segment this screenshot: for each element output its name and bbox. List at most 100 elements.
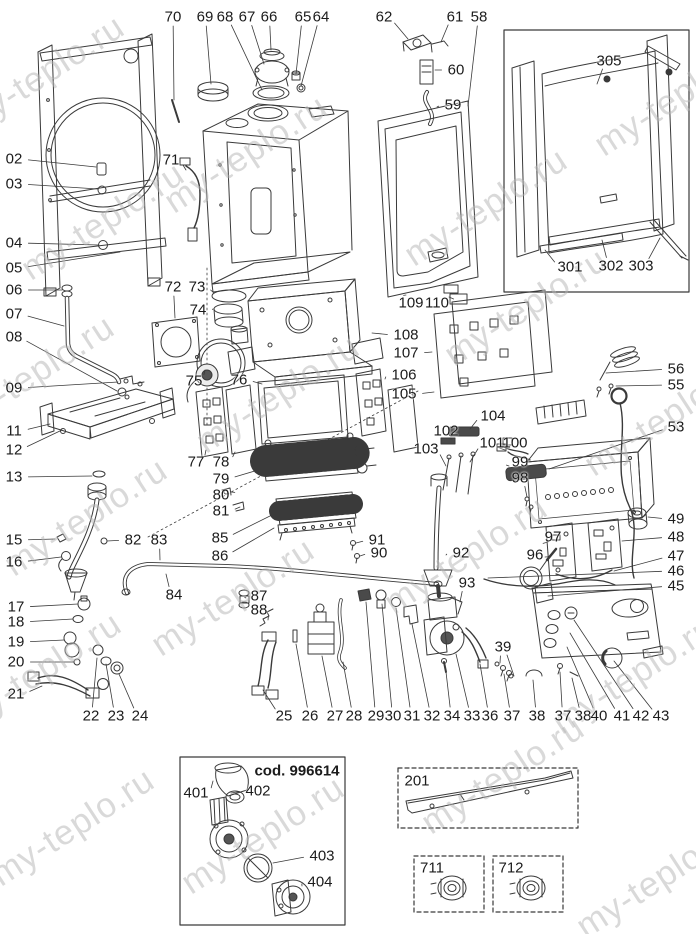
casing-assembly-box [503, 29, 690, 293]
leader-line-65 [295, 25, 302, 75]
part-label-16: 16 [5, 553, 23, 571]
connector-part-102 [440, 437, 456, 445]
display-window [611, 598, 649, 618]
part-label-77: 77 [187, 453, 205, 471]
leader-line-110 [448, 296, 455, 300]
part-label-56: 56 [667, 360, 685, 378]
part-label-102: 102 [433, 422, 459, 440]
part-label-301: 301 [557, 258, 583, 276]
part-label-97: 97 [544, 528, 562, 546]
leader-line-34 [445, 671, 451, 708]
left-frame-panel [37, 33, 167, 297]
leader-line-05 [27, 251, 121, 268]
pump-group [423, 473, 489, 673]
part-label-86: 86 [211, 547, 229, 565]
clip-part-15 [56, 533, 67, 543]
part-label-80: 80 [212, 486, 230, 504]
part-label-60: 60 [447, 61, 465, 79]
part-label-20: 20 [7, 653, 25, 671]
part-label-36: 36 [481, 707, 499, 725]
leader-line-30 [381, 603, 393, 708]
leader-line-24 [118, 673, 135, 709]
connector-part-104 [448, 426, 480, 437]
leader-line-101 [469, 448, 479, 463]
pcb-part-48 [587, 518, 623, 572]
leader-line-22 [92, 657, 98, 708]
bracket-part-80 [221, 487, 232, 496]
part-label-59: 59 [444, 96, 462, 114]
leader-line-82 [106, 539, 120, 542]
panel-screws [494, 654, 579, 682]
part-label-100: 100 [502, 434, 528, 452]
leader-line-36 [479, 663, 488, 708]
leader-line-27 [321, 655, 333, 708]
leader-line-68 [230, 24, 263, 91]
boiler-body-frame [202, 103, 353, 293]
part-label-83: 83 [150, 531, 168, 549]
fittings-87-88 [238, 589, 274, 627]
part-label-99: 99 [511, 453, 529, 471]
part-label-48: 48 [667, 528, 685, 546]
leader-line-93 [459, 591, 463, 603]
leader-line-303 [648, 237, 661, 259]
part-label-76: 76 [230, 371, 248, 389]
guide-lines [147, 267, 419, 538]
part-label-30: 30 [384, 707, 402, 725]
part-label-69: 69 [196, 8, 214, 26]
leader-line-91 [355, 540, 364, 544]
part-label-711: 711 [420, 859, 444, 877]
pcb-part-97 [545, 522, 577, 582]
long-pipe-84 [100, 537, 443, 596]
leader-line-403 [272, 856, 304, 864]
part-label-90: 90 [370, 544, 388, 562]
air-pressure-switch [402, 34, 449, 126]
part-label-45: 45 [667, 577, 685, 595]
leader-line-100 [499, 447, 506, 451]
leader-line-38 [571, 677, 580, 708]
part-label-82: 82 [124, 531, 142, 549]
part-label-68: 68 [216, 8, 234, 26]
leader-line-58 [467, 25, 478, 107]
kit-996614-box [179, 756, 346, 926]
part-label-38: 38 [574, 707, 592, 725]
leader-line-53 [548, 429, 663, 470]
part-label-cod-996614: cod. 996614 [254, 762, 340, 780]
leader-line-40 [566, 646, 594, 709]
part-label-55: 55 [667, 376, 685, 394]
part-label-38: 38 [528, 707, 546, 725]
part-label-402: 402 [245, 782, 271, 800]
part-label-403: 403 [309, 847, 335, 865]
control-box [440, 399, 655, 529]
bracket-part-93 [451, 597, 463, 615]
part-label-98: 98 [511, 469, 529, 487]
panel-knob [545, 624, 559, 634]
part-label-49: 49 [667, 510, 685, 528]
leader-line-77 [204, 449, 207, 456]
leader-line-42 [573, 619, 634, 710]
electrode-cable-group [505, 346, 640, 579]
leader-line-19 [29, 639, 65, 643]
leader-line-61 [440, 24, 449, 43]
chamber-door-panel [377, 100, 479, 305]
part-label-27: 27 [326, 707, 344, 725]
part-label-87: 87 [250, 587, 268, 605]
part-label-62: 62 [375, 8, 393, 26]
leader-line-64 [300, 25, 318, 87]
part-label-28: 28 [345, 707, 363, 725]
insulation-panels-rear [433, 289, 553, 399]
leader-line-17 [29, 603, 79, 607]
front-casing-305 [541, 50, 664, 254]
part-label-74: 74 [189, 301, 207, 319]
part-label-40: 40 [590, 707, 608, 725]
part-label-26: 26 [301, 707, 319, 725]
leader-line-72 [173, 295, 176, 319]
clip-part-81 [232, 501, 245, 512]
part-label-92: 92 [452, 544, 470, 562]
part-label-04: 04 [5, 234, 23, 252]
leader-line-26 [295, 643, 308, 708]
part-label-23: 23 [107, 707, 125, 725]
leader-line-70 [172, 25, 175, 101]
part-label-43: 43 [652, 707, 670, 725]
part-label-12: 12 [5, 441, 23, 459]
leader-line-37 [503, 673, 510, 708]
